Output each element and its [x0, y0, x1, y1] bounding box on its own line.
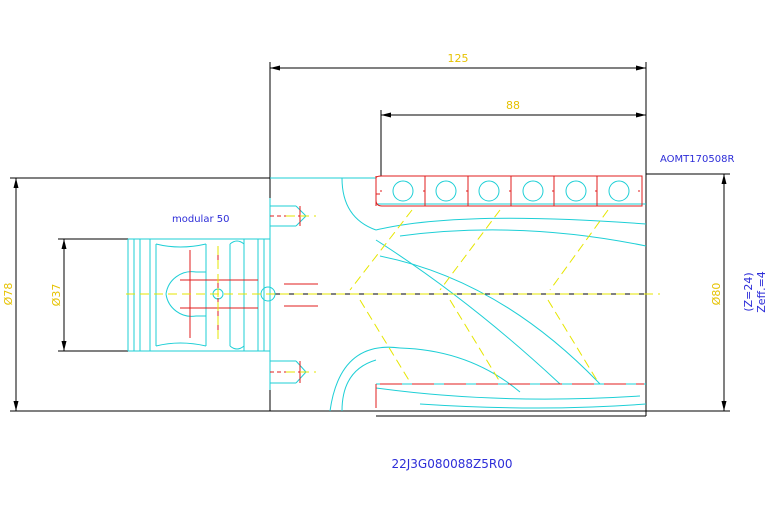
insert-row [180, 175, 644, 408]
teeth-total-label: (Z=24) [742, 272, 755, 311]
diameter-shank-label: Ø37 [50, 284, 63, 307]
adapter-label: modular 50 [172, 214, 229, 225]
cutter-body [127, 177, 647, 412]
insert-label: AOMT170508R [660, 154, 734, 165]
dimension-lines [10, 62, 730, 412]
teeth-effective-label: Zeff.=4 [755, 271, 767, 313]
part-code-label: 22J3G080088Z5R00 [391, 457, 512, 471]
cutting-length-label: 88 [506, 99, 520, 112]
diameter-cutter-label: Ø80 [710, 283, 723, 306]
body-outline [269, 174, 647, 417]
centerlines [126, 209, 660, 383]
overall-length-label: 125 [448, 52, 469, 65]
diameter-body-label: Ø78 [2, 283, 15, 306]
